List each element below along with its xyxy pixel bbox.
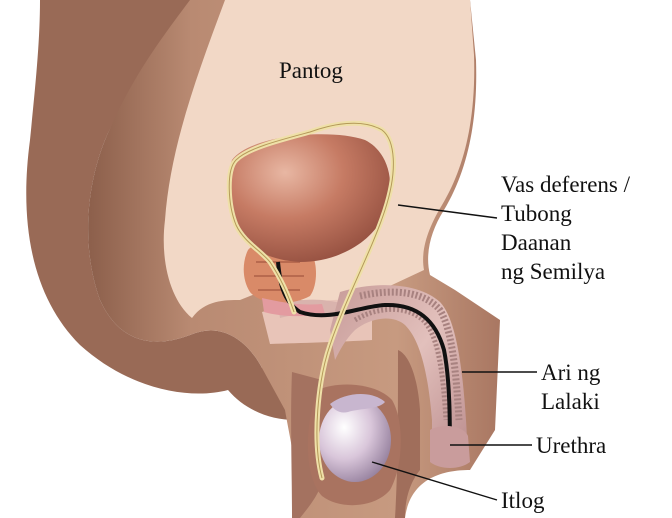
label-vas-line-3: Daanan [501, 228, 630, 257]
label-vas-line-1: Vas deferens / [501, 170, 630, 199]
testis [319, 398, 391, 482]
label-bladder: Pantog [279, 56, 343, 85]
label-vas-line-4: ng Semilya [501, 257, 630, 286]
label-testis: Itlog [501, 486, 544, 515]
label-vas-line-2: Tubong [501, 199, 630, 228]
glans [430, 426, 470, 468]
label-vas-deferens: Vas deferens / Tubong Daanan ng Semilya [501, 170, 630, 286]
label-penis-line-1: Ari ng [541, 358, 600, 387]
label-penis-line-2: Lalaki [541, 387, 600, 416]
label-penis: Ari ng Lalaki [541, 358, 600, 416]
label-urethra: Urethra [536, 431, 606, 460]
